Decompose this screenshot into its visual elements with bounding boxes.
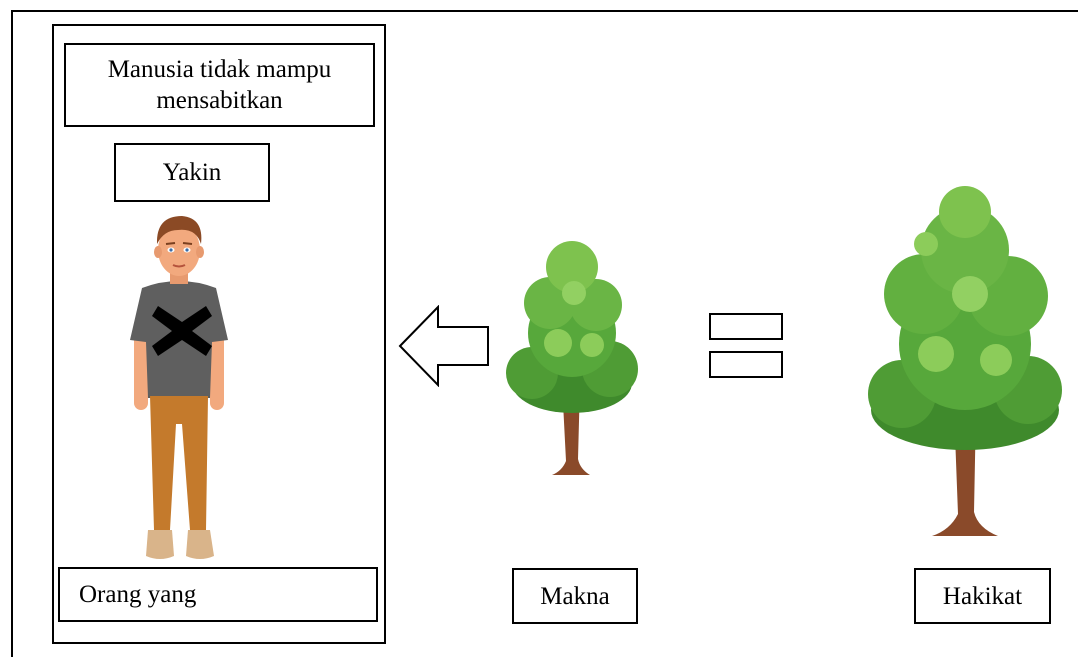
yakin-label-box: Yakin (114, 143, 270, 202)
hakikat-label-box: Hakikat (914, 568, 1051, 624)
person-illustration (130, 216, 228, 559)
tree-illustration-small (506, 241, 638, 475)
equals-sign-icon (709, 313, 783, 378)
x-mark-icon (152, 306, 212, 356)
orang-yang-label-text: Orang yang (79, 581, 197, 608)
tree-illustration-large (868, 186, 1062, 536)
makna-label-box: Makna (512, 568, 638, 624)
frame-left-border (11, 10, 13, 657)
top-label-text: Manusia tidak mampu mensabitkan (107, 56, 332, 114)
top-label-box: Manusia tidak mampu mensabitkan (64, 43, 375, 127)
left-panel (52, 24, 386, 644)
makna-label-text: Makna (540, 582, 610, 610)
frame-top-border (11, 10, 1078, 12)
yakin-label-text: Yakin (162, 159, 222, 186)
left-arrow-icon (398, 305, 489, 387)
hakikat-label-text: Hakikat (942, 582, 1023, 610)
orang-yang-label-box: Orang yang (58, 567, 378, 622)
